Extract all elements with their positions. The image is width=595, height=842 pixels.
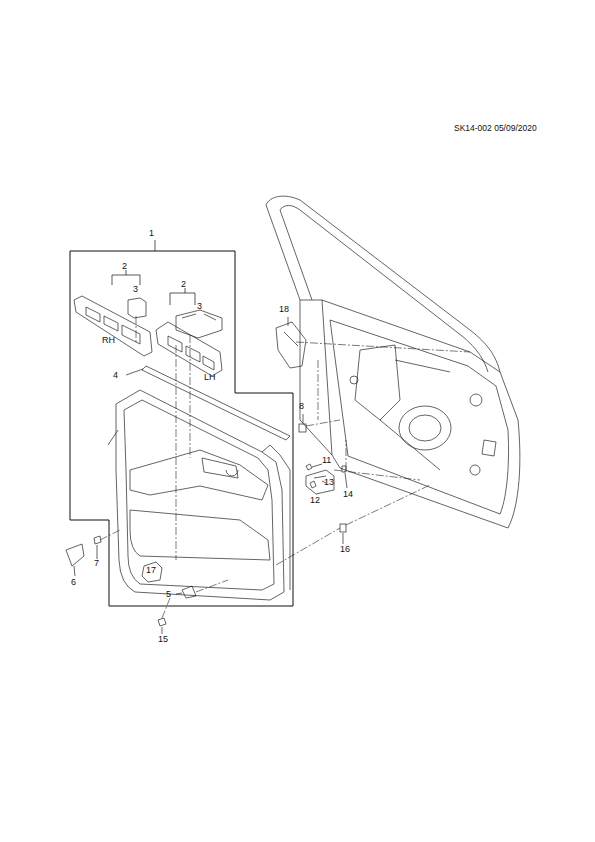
callout-number: 12 — [310, 495, 320, 505]
door-frame-front — [266, 205, 312, 300]
leader-line — [162, 627, 163, 634]
trim-edge — [108, 430, 290, 590]
leader-line — [126, 369, 143, 375]
lh-switch-detail — [168, 336, 214, 370]
callout-number: 14 — [343, 489, 353, 499]
callout-number: 3 — [133, 284, 138, 294]
callout-number: 18 — [279, 304, 289, 314]
callout-number: 8 — [299, 401, 304, 411]
callout-number: 13 — [324, 477, 334, 487]
bracket — [306, 470, 334, 494]
leader-line — [288, 317, 289, 326]
callout-number: 2 — [122, 261, 127, 271]
group-outline — [70, 251, 293, 606]
switch-module — [142, 562, 162, 582]
callout-number: 5 — [166, 589, 171, 599]
door-body — [300, 300, 520, 528]
callout-number: 15 — [158, 634, 168, 644]
rh-switch-bezel — [74, 296, 152, 356]
leader-line — [343, 533, 344, 544]
bracket — [170, 288, 195, 305]
rh-switch — [128, 298, 146, 318]
leader-line — [303, 414, 304, 423]
leader-line — [345, 473, 347, 488]
leader-line — [155, 240, 156, 251]
door-handle — [202, 458, 238, 478]
lh-switch-bezel — [156, 322, 222, 376]
callout-number: 16 — [340, 544, 350, 554]
leader-line — [312, 464, 322, 467]
lh-switch — [176, 310, 222, 338]
callout-number: 17 — [146, 565, 156, 575]
side-label: LH — [204, 372, 216, 382]
mirror-cover — [276, 322, 306, 368]
clip — [299, 424, 306, 432]
side-label: RH — [102, 335, 115, 345]
door-inner-holes — [350, 376, 496, 475]
callout-number: 11 — [322, 455, 331, 465]
bracket — [112, 270, 140, 285]
leader-line — [176, 593, 182, 594]
callout-number: 3 — [197, 301, 202, 311]
callout-number: 2 — [181, 279, 186, 289]
armrest — [130, 450, 268, 500]
window-regulator — [355, 345, 450, 470]
door-pocket — [130, 510, 270, 560]
callout-number: 1 — [149, 228, 154, 238]
callout-number: 7 — [94, 558, 99, 568]
title-stamp: SK14-002 05/09/2020 — [454, 123, 537, 133]
rh-switch-detail — [86, 307, 140, 344]
door-window-frame — [266, 196, 500, 372]
speaker-opening — [399, 406, 451, 450]
screw — [94, 536, 101, 544]
alignment-lines — [100, 316, 470, 618]
callout-number: 6 — [71, 577, 76, 587]
callout-number: 4 — [113, 370, 118, 380]
clip — [182, 586, 196, 598]
cap — [66, 544, 84, 566]
leader-line — [74, 566, 75, 576]
screw — [306, 464, 346, 488]
trim-panel-inner — [124, 400, 274, 590]
speaker-opening — [409, 415, 441, 441]
leader-line — [97, 545, 98, 559]
screw — [158, 618, 166, 626]
door-trim-panel — [116, 390, 284, 600]
clip — [340, 524, 346, 532]
